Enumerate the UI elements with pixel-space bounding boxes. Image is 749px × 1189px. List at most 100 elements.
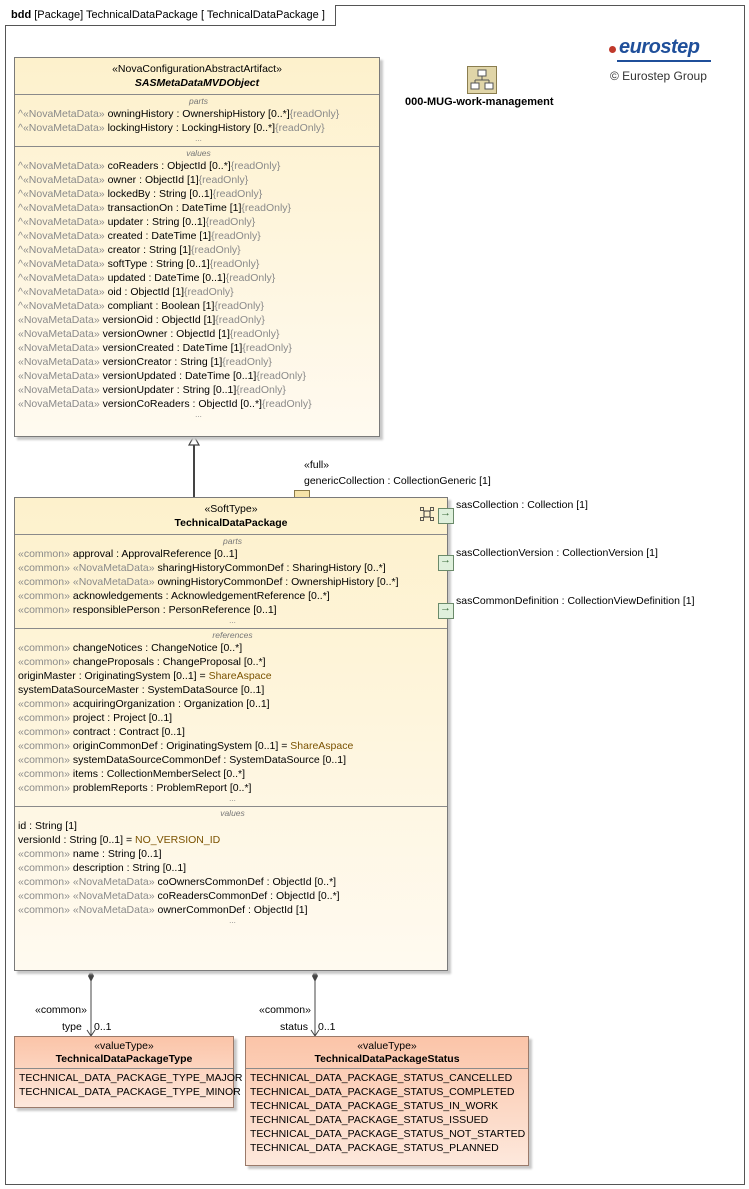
attribute-row[interactable]: «common» items : CollectionMemberSelect … bbox=[18, 767, 447, 781]
attribute-type: : ProblemReport [0..*] bbox=[147, 782, 252, 794]
attribute-name: project bbox=[72, 712, 105, 724]
attribute-row[interactable]: ^«NovaMetaData» oid : ObjectId [1]{readO… bbox=[18, 285, 379, 299]
enum-literal: TECHNICAL_DATA_PACKAGE_STATUS_CANCELLED bbox=[250, 1072, 513, 1084]
attribute-row[interactable]: «common» «NovaMetaData» sharingHistoryCo… bbox=[18, 561, 447, 575]
attribute-name: problemReports bbox=[72, 782, 148, 794]
values-list: id : String [1]versionId : String [0..1]… bbox=[18, 819, 447, 917]
attribute-constraint: {readOnly} bbox=[198, 174, 249, 186]
attribute-stereotype: «common» «NovaMetaData» bbox=[18, 562, 155, 574]
attribute-row[interactable]: id : String [1] bbox=[18, 819, 447, 833]
attribute-stereotype: «NovaMetaData» bbox=[22, 174, 105, 186]
attribute-row[interactable]: «common» description : String [0..1] bbox=[18, 861, 447, 875]
attribute-stereotype: «common» bbox=[18, 642, 70, 654]
attribute-row[interactable]: «common» name : String [0..1] bbox=[18, 847, 447, 861]
attribute-row[interactable]: ^«NovaMetaData» creator : String [1]{rea… bbox=[18, 243, 379, 257]
frame-title-tab: bdd [Package] TechnicalDataPackage [ Tec… bbox=[5, 5, 336, 26]
frame-kind: bdd bbox=[11, 9, 32, 21]
attribute-row[interactable]: «common» «NovaMetaData» coOwnersCommonDe… bbox=[18, 875, 447, 889]
attribute-row[interactable]: «NovaMetaData» versionOid : ObjectId [1]… bbox=[18, 313, 379, 327]
value-type-technical-data-package-status[interactable]: «valueType» TechnicalDataPackageStatus T… bbox=[245, 1036, 529, 1166]
attribute-row[interactable]: «NovaMetaData» versionCoReaders : Object… bbox=[18, 397, 379, 411]
attribute-stereotype: «common» bbox=[18, 782, 70, 794]
attribute-stereotype: «NovaMetaData» bbox=[18, 370, 100, 382]
attribute-row[interactable]: «common» «NovaMetaData» ownerCommonDef :… bbox=[18, 903, 447, 917]
package-diagram-icon[interactable] bbox=[467, 66, 497, 94]
attribute-row[interactable]: «common» changeProposals : ChangeProposa… bbox=[18, 655, 447, 669]
attribute-type: : String [1] bbox=[171, 356, 223, 368]
attribute-constraint: {readOnly} bbox=[261, 398, 312, 410]
attribute-type: : Organization [0..1] bbox=[175, 698, 270, 710]
attribute-type: : DateTime [0..1] bbox=[176, 370, 257, 382]
section-title-parts: parts bbox=[223, 536, 242, 546]
attribute-stereotype: «NovaMetaData» bbox=[18, 356, 100, 368]
attribute-stereotype: «NovaMetaData» bbox=[18, 314, 100, 326]
attribute-row[interactable]: «common» systemDataSourceCommonDef : Sys… bbox=[18, 753, 447, 767]
attribute-row[interactable]: ^«NovaMetaData» created : DateTime [1]{r… bbox=[18, 229, 379, 243]
attribute-row[interactable]: systemDataSourceMaster : SystemDataSourc… bbox=[18, 683, 447, 697]
attribute-constraint: {readOnly} bbox=[242, 342, 292, 354]
assoc-status-multiplicity: 0..1 bbox=[318, 1021, 336, 1033]
attribute-type: : ObjectId [1] bbox=[121, 286, 185, 298]
attribute-type: : SharingHistory [0..*] bbox=[283, 562, 386, 574]
sas-collection-port[interactable] bbox=[438, 507, 454, 524]
attribute-row[interactable]: «common» approval : ApprovalReference [0… bbox=[18, 547, 447, 561]
attribute-name: versionCreated bbox=[102, 342, 174, 354]
attribute-name: versionId bbox=[18, 834, 61, 846]
attribute-prefix: ^ bbox=[18, 286, 23, 298]
attribute-name: acknowledgements bbox=[72, 590, 163, 602]
attribute-row[interactable]: «common» acknowledgements : Acknowledgem… bbox=[18, 589, 447, 603]
attribute-type: : OwnershipHistory [0..*] bbox=[173, 108, 290, 120]
attribute-default: NO_VERSION_ID bbox=[135, 834, 221, 846]
attribute-row[interactable]: «NovaMetaData» versionUpdater : String [… bbox=[18, 383, 379, 397]
sas-common-definition-port[interactable] bbox=[438, 602, 454, 619]
attribute-name: originMaster bbox=[18, 670, 76, 682]
attribute-stereotype: «common» bbox=[18, 656, 70, 668]
attribute-row[interactable]: «common» acquiringOrganization : Organiz… bbox=[18, 697, 447, 711]
attribute-row[interactable]: «NovaMetaData» versionCreated : DateTime… bbox=[18, 341, 379, 355]
attribute-row[interactable]: «NovaMetaData» versionUpdated : DateTime… bbox=[18, 369, 379, 383]
attribute-row[interactable]: versionId : String [0..1] = NO_VERSION_I… bbox=[18, 833, 447, 847]
attribute-row[interactable]: ^«NovaMetaData» lockingHistory : Locking… bbox=[18, 121, 379, 135]
attribute-type: : ChangeNotice [0..*] bbox=[142, 642, 243, 654]
attribute-row[interactable]: ^«NovaMetaData» compliant : Boolean [1]{… bbox=[18, 299, 379, 313]
attribute-name: lockedBy bbox=[107, 188, 151, 200]
attribute-row[interactable]: «NovaMetaData» versionOwner : ObjectId [… bbox=[18, 327, 379, 341]
attribute-row[interactable]: «common» changeNotices : ChangeNotice [0… bbox=[18, 641, 447, 655]
attribute-prefix: ^ bbox=[18, 174, 23, 186]
attribute-row[interactable]: «NovaMetaData» versionCreator : String [… bbox=[18, 355, 379, 369]
diagram-frame bbox=[5, 5, 745, 1185]
attribute-row[interactable]: ^«NovaMetaData» lockedBy : String [0..1]… bbox=[18, 187, 379, 201]
attribute-row[interactable]: ^«NovaMetaData» updater : String [0..1]{… bbox=[18, 215, 379, 229]
logo-dot-icon bbox=[609, 46, 616, 53]
assoc-status-role: status bbox=[280, 1021, 309, 1033]
attribute-row[interactable]: ^«NovaMetaData» transactionOn : DateTime… bbox=[18, 201, 379, 215]
attribute-row[interactable]: ^«NovaMetaData» owner : ObjectId [1]{rea… bbox=[18, 173, 379, 187]
attribute-name: description bbox=[72, 862, 124, 874]
attribute-row[interactable]: «common» problemReports : ProblemReport … bbox=[18, 781, 447, 795]
attribute-type: : Project [0..1] bbox=[104, 712, 173, 724]
attribute-row[interactable]: «common» «NovaMetaData» owningHistoryCom… bbox=[18, 575, 447, 589]
enum-literal: TECHNICAL_DATA_PACKAGE_STATUS_COMPLETED bbox=[250, 1086, 515, 1098]
attribute-row[interactable]: «common» project : Project [0..1] bbox=[18, 711, 447, 725]
attribute-row[interactable]: «common» responsiblePerson : PersonRefer… bbox=[18, 603, 447, 617]
value-type-technical-data-package-type[interactable]: «valueType» TechnicalDataPackageType TEC… bbox=[14, 1036, 242, 1108]
attribute-type: : String [1] bbox=[26, 820, 77, 832]
attribute-row[interactable]: ^«NovaMetaData» owningHistory : Ownershi… bbox=[18, 107, 379, 121]
attribute-row[interactable]: ^«NovaMetaData» updated : DateTime [0..1… bbox=[18, 271, 379, 285]
value-type-stereotype: «valueType» bbox=[357, 1040, 417, 1052]
attribute-prefix: ^ bbox=[18, 160, 23, 172]
attribute-row[interactable]: «common» contract : Contract [0..1] bbox=[18, 725, 447, 739]
sas-collection-version-port[interactable] bbox=[438, 554, 454, 571]
package-label[interactable]: 000-MUG-work-management bbox=[405, 96, 554, 108]
attribute-name: contract bbox=[72, 726, 111, 738]
attribute-row[interactable]: originMaster : OriginatingSystem [0..1] … bbox=[18, 669, 447, 683]
class-technical-data-package[interactable]: «SoftType» TechnicalDataPackage parts «c… bbox=[14, 497, 448, 971]
attribute-row[interactable]: «common» originCommonDef : OriginatingSy… bbox=[18, 739, 447, 753]
attribute-type: : ObjectId [0..*] bbox=[189, 398, 262, 410]
class-sas-metadata-mvd-object[interactable]: «NovaConfigurationAbstractArtifact» SASM… bbox=[14, 57, 380, 437]
attribute-row[interactable]: «common» «NovaMetaData» coReadersCommonD… bbox=[18, 889, 447, 903]
attribute-row[interactable]: ^«NovaMetaData» softType : String [0..1]… bbox=[18, 257, 379, 271]
attribute-stereotype: «common» «NovaMetaData» bbox=[18, 876, 155, 888]
attribute-prefix: ^ bbox=[18, 258, 23, 270]
attribute-row[interactable]: ^«NovaMetaData» coReaders : ObjectId [0.… bbox=[18, 159, 379, 173]
